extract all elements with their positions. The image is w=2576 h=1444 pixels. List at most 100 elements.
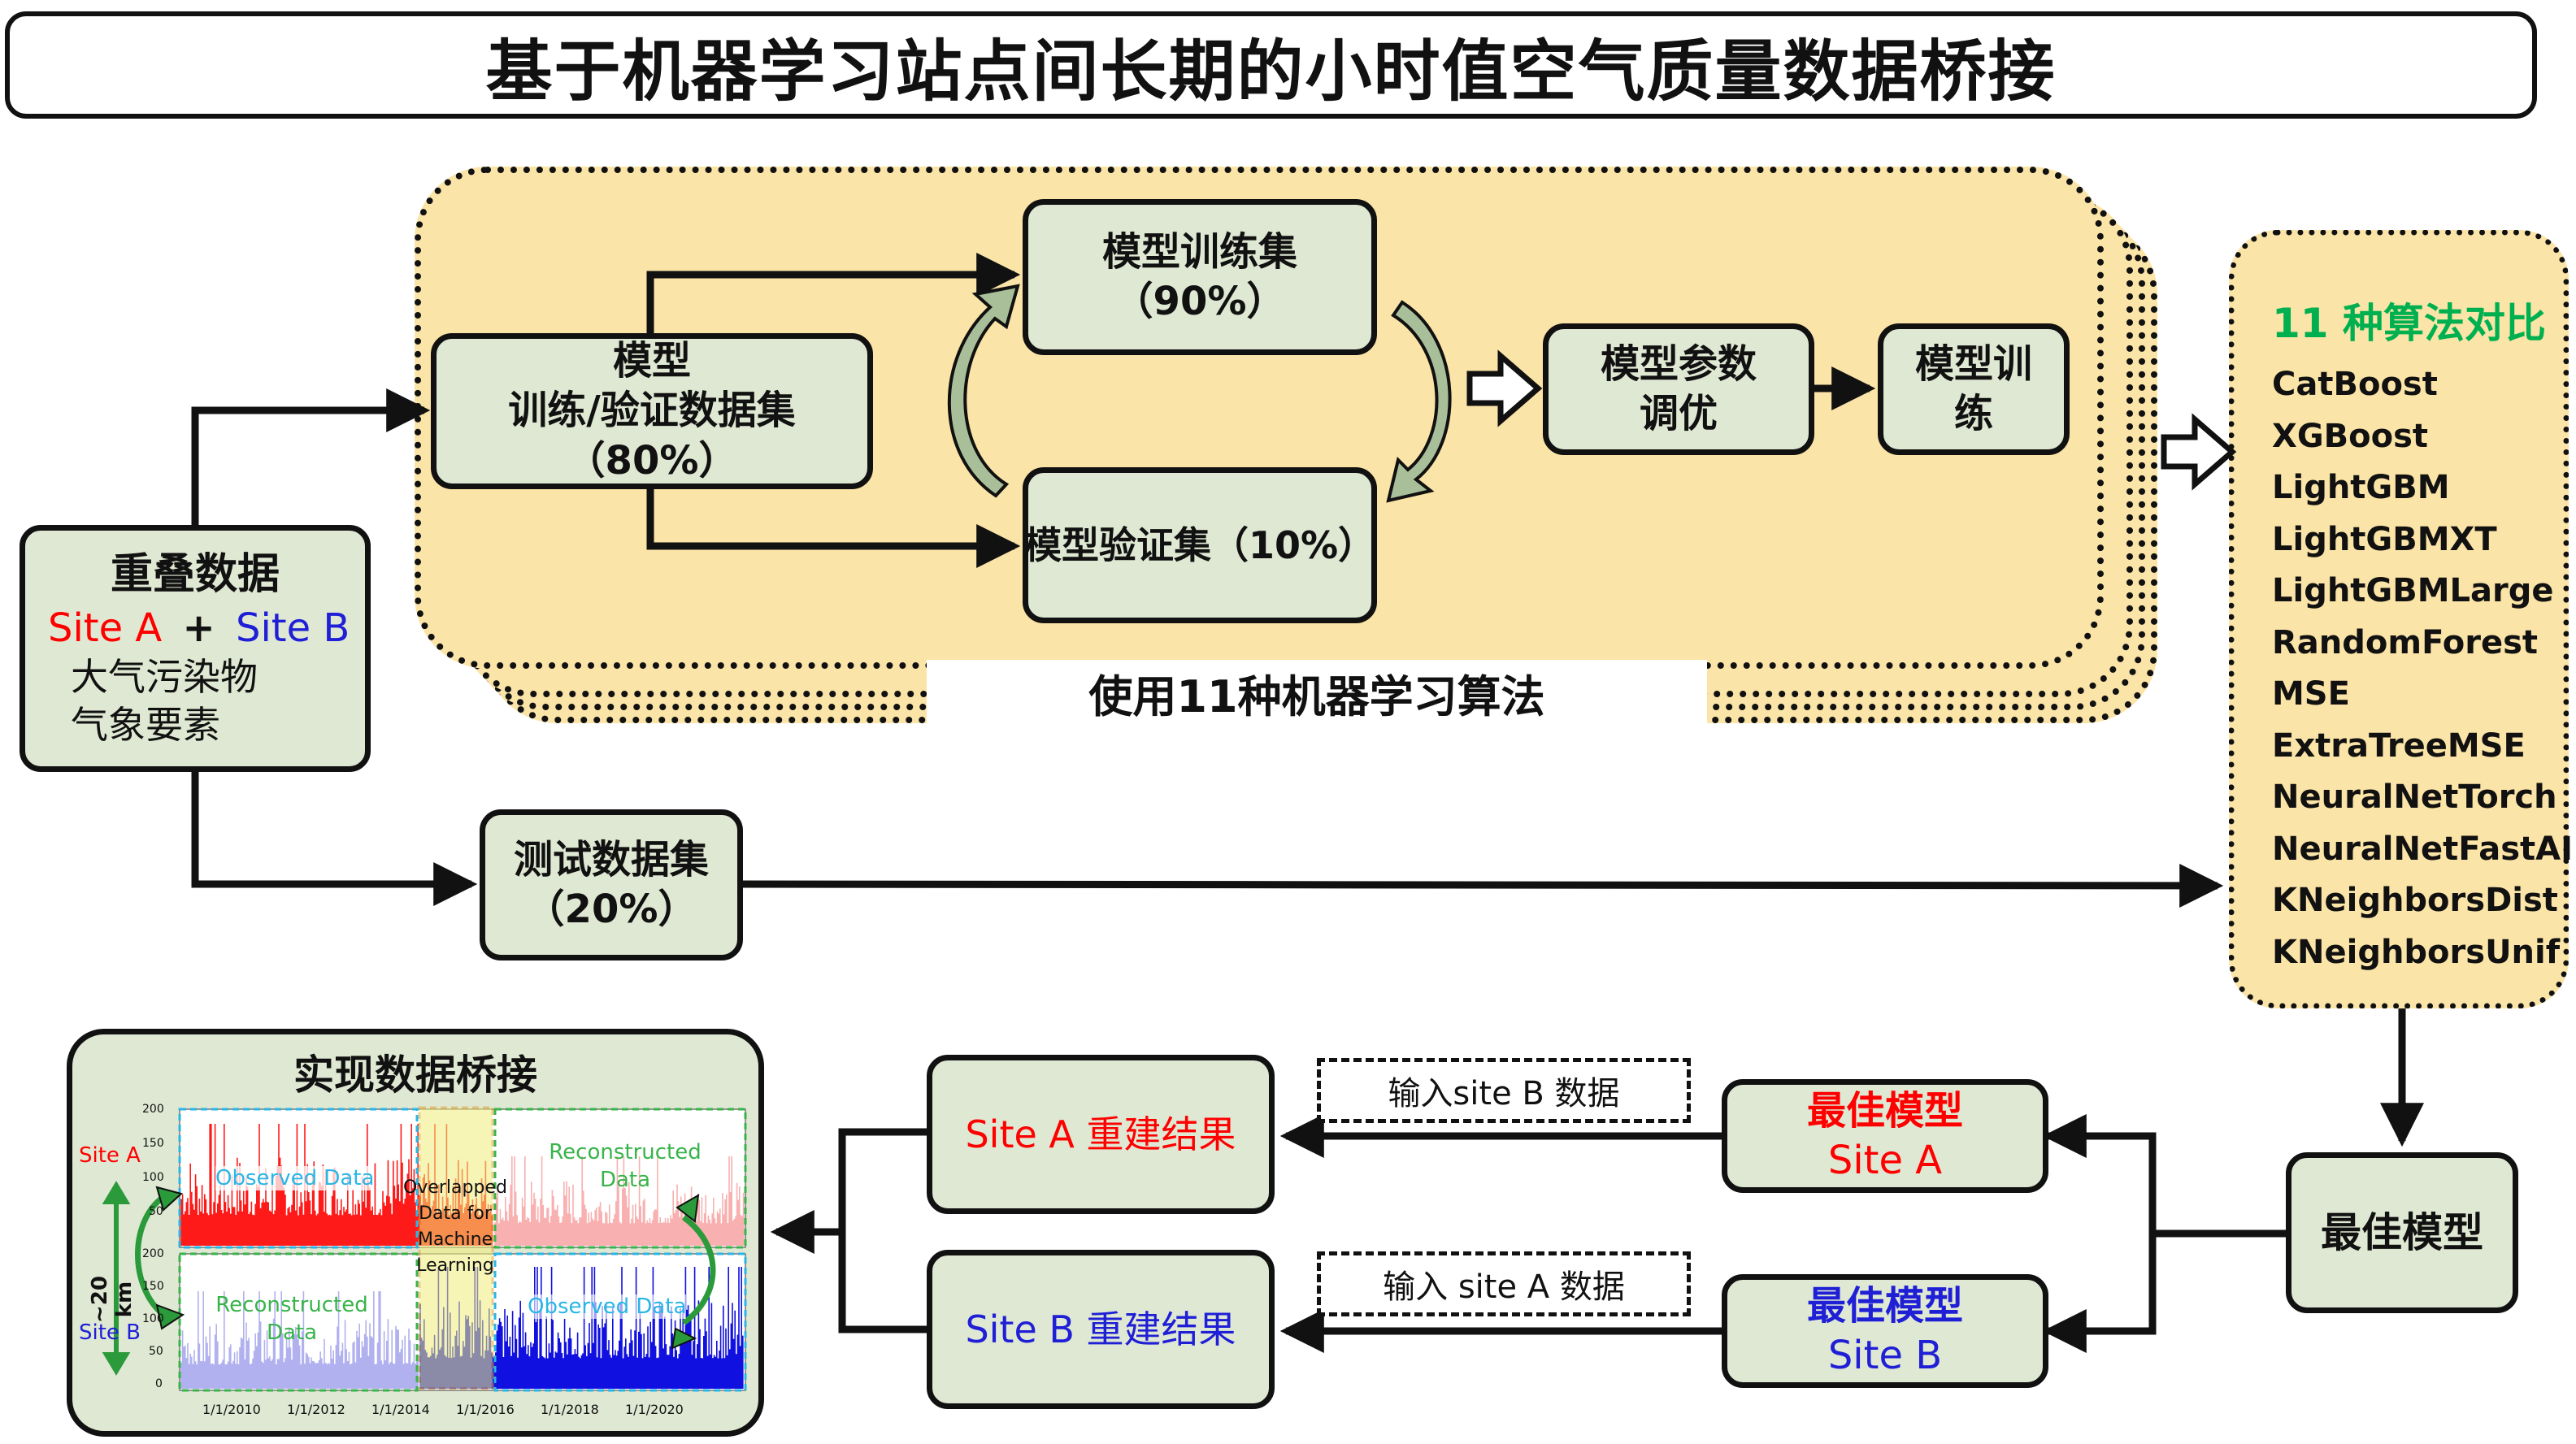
- arrow-to-train-set: [646, 253, 1021, 333]
- best-model-site-b-box: 最佳模型 Site B: [1722, 1274, 2048, 1388]
- x-tick: 1/1/2016: [456, 1402, 515, 1417]
- overlap-highlight: [418, 1106, 494, 1390]
- y-tick-b: 50: [149, 1345, 163, 1358]
- training-set-line1: 模型训练集: [1101, 228, 1297, 275]
- input-site-b-label: 输入site B 数据: [1317, 1058, 1691, 1123]
- bridge-site-a-label: Site A: [79, 1143, 141, 1168]
- region-a-observed: [178, 1108, 419, 1249]
- overlap-heading: 重叠数据: [110, 550, 280, 600]
- arrow-to-val-set: [646, 489, 1021, 568]
- overlap-label-3: Machine: [417, 1229, 493, 1250]
- y-tick-a: 50: [149, 1205, 163, 1218]
- algorithm-item: KNeighborsUnif: [2272, 933, 2561, 971]
- algorithm-comparison-heading: 11 种算法对比: [2272, 300, 2546, 347]
- site-a-result-box: Site A 重建结果: [927, 1055, 1275, 1214]
- region-b-observed: [493, 1252, 747, 1392]
- block-arrow-to-algorithms: [2161, 413, 2237, 491]
- overlap-meteorology: 气象要素: [71, 702, 220, 747]
- best-model-site-b-line1: 最佳模型: [1806, 1282, 1963, 1329]
- arrow-best-to-best-b: [2042, 1234, 2157, 1353]
- y-tick-b: 100: [142, 1312, 164, 1325]
- overlap-site-b: Site B: [236, 605, 350, 651]
- test-dataset-box: 测试数据集 （20%）: [480, 809, 743, 960]
- curved-arrow-train-to-val: [1386, 300, 1452, 503]
- algorithm-item: NeuralNetFastAI: [2272, 830, 2573, 868]
- algorithm-item: NeuralNetTorch: [2272, 778, 2557, 816]
- x-tick: 1/1/2020: [625, 1402, 684, 1417]
- y-tick-a: 100: [142, 1171, 164, 1184]
- validation-set-label: 模型验证集（10%）: [1023, 523, 1376, 567]
- observed-a-label: Observed Data: [215, 1166, 375, 1190]
- site-a-result-label: Site A 重建结果: [965, 1112, 1236, 1156]
- model-training-line1: 模型训: [1914, 340, 2032, 387]
- overlap-label-4: Learning: [416, 1255, 494, 1276]
- reconstructed-b-label-1: Reconstructed: [215, 1293, 368, 1317]
- region-a-reconstructed: [493, 1108, 747, 1249]
- bridge-timeseries-plot: [102, 1106, 747, 1392]
- algorithm-item: RandomForest: [2272, 623, 2539, 661]
- algorithm-item: ExtraTreeMSE: [2272, 726, 2526, 765]
- arrow-overlap-to-trainval: [191, 388, 431, 525]
- parameter-tuning-box: 模型参数 调优: [1543, 323, 1814, 455]
- best-model-label: 最佳模型: [2321, 1209, 2483, 1256]
- model-training-line2: 练: [1953, 391, 1993, 436]
- x-tick: 1/1/2014: [371, 1402, 430, 1417]
- best-model-site-a-line1: 最佳模型: [1806, 1087, 1963, 1134]
- data-bridging-heading: 实现数据桥接: [293, 1052, 537, 1099]
- bridge-site-b-label: Site B: [79, 1320, 141, 1345]
- algorithm-item: MSE: [2272, 675, 2350, 713]
- overlap-pollutants: 大气污染物: [71, 655, 258, 700]
- y-tick-a: 200: [142, 1103, 164, 1116]
- test-dataset-line1: 测试数据集: [513, 836, 709, 882]
- x-tick: 1/1/2010: [202, 1402, 261, 1417]
- algorithm-item: KNeighborsDist: [2272, 882, 2558, 919]
- trainval-line2: 训练/验证数据集: [508, 388, 796, 434]
- x-tick: 1/1/2018: [541, 1402, 599, 1417]
- y-tick-b: 150: [142, 1280, 164, 1293]
- site-b-result-box: Site B 重建结果: [927, 1250, 1275, 1409]
- trainval-line1: 模型: [612, 337, 691, 384]
- algorithm-item: LightGBMLarge: [2272, 572, 2554, 609]
- tuning-line1: 模型参数: [1600, 340, 1757, 387]
- input-site-a-label: 输入 site A 数据: [1317, 1251, 1691, 1316]
- timeseries-bars: [494, 1156, 745, 1246]
- region-b-reconstructed: [178, 1252, 419, 1392]
- algorithm-comparison-panel: 11 种算法对比 CatBoost XGBoost LightGBM Light…: [2229, 230, 2573, 1008]
- curved-arrow-left: [135, 1195, 166, 1317]
- data-bridging-panel: 实现数据桥接 Site A Site B ~20 km Ob: [67, 1029, 764, 1437]
- block-arrow-to-tuning: [1466, 349, 1543, 427]
- best-model-site-a-line2: Site A: [1827, 1138, 1943, 1183]
- curved-arrow-val-to-train: [947, 284, 1020, 498]
- arrow-results-to-bridge: [776, 1128, 927, 1333]
- overlap-data-box: 重叠数据 Site A + Site B 大气污染物 气象要素: [20, 525, 371, 772]
- algorithm-item: XGBoost: [2272, 417, 2429, 455]
- arrow-overlap-to-test: [191, 772, 478, 906]
- observed-b-label: Observed Data: [528, 1294, 687, 1319]
- reconstructed-b-label-2: Data: [266, 1320, 318, 1345]
- distance-arrow: [102, 1181, 131, 1376]
- overlap-site-a: Site A: [48, 605, 163, 651]
- plus-icon: +: [182, 605, 215, 651]
- overlap-label-2: Data for: [419, 1203, 492, 1224]
- model-training-box: 模型训 练: [1878, 323, 2070, 455]
- test-dataset-line2: （20%）: [525, 887, 697, 932]
- training-set-line2: （90%）: [1114, 279, 1286, 324]
- reconstructed-a-label-2: Data: [599, 1168, 651, 1192]
- validation-set-box: 模型验证集（10%）: [1023, 467, 1377, 623]
- training-set-box: 模型训练集 （90%）: [1023, 199, 1377, 355]
- best-model-box: 最佳模型: [2286, 1152, 2518, 1313]
- x-tick: 1/1/2012: [287, 1402, 345, 1417]
- ml-algorithms-label: 使用11种机器学习算法: [927, 660, 1707, 725]
- arrow-best-to-best-a: [2042, 1114, 2286, 1238]
- algorithm-item: LightGBMXT: [2272, 520, 2497, 558]
- algorithm-item: LightGBM: [2272, 469, 2450, 506]
- bridge-distance-label: ~20 km: [88, 1276, 137, 1323]
- y-tick-b: 200: [142, 1247, 164, 1260]
- trainval-dataset-box: 模型 训练/验证数据集 （80%）: [431, 333, 873, 489]
- reconstructed-a-label-1: Reconstructed: [549, 1140, 702, 1164]
- y-tick-b: 0: [155, 1377, 163, 1390]
- arrow-test-to-algorithms: [741, 863, 2224, 908]
- trainval-line3: （80%）: [566, 437, 738, 484]
- overlap-label-1: Overlapped: [403, 1177, 507, 1198]
